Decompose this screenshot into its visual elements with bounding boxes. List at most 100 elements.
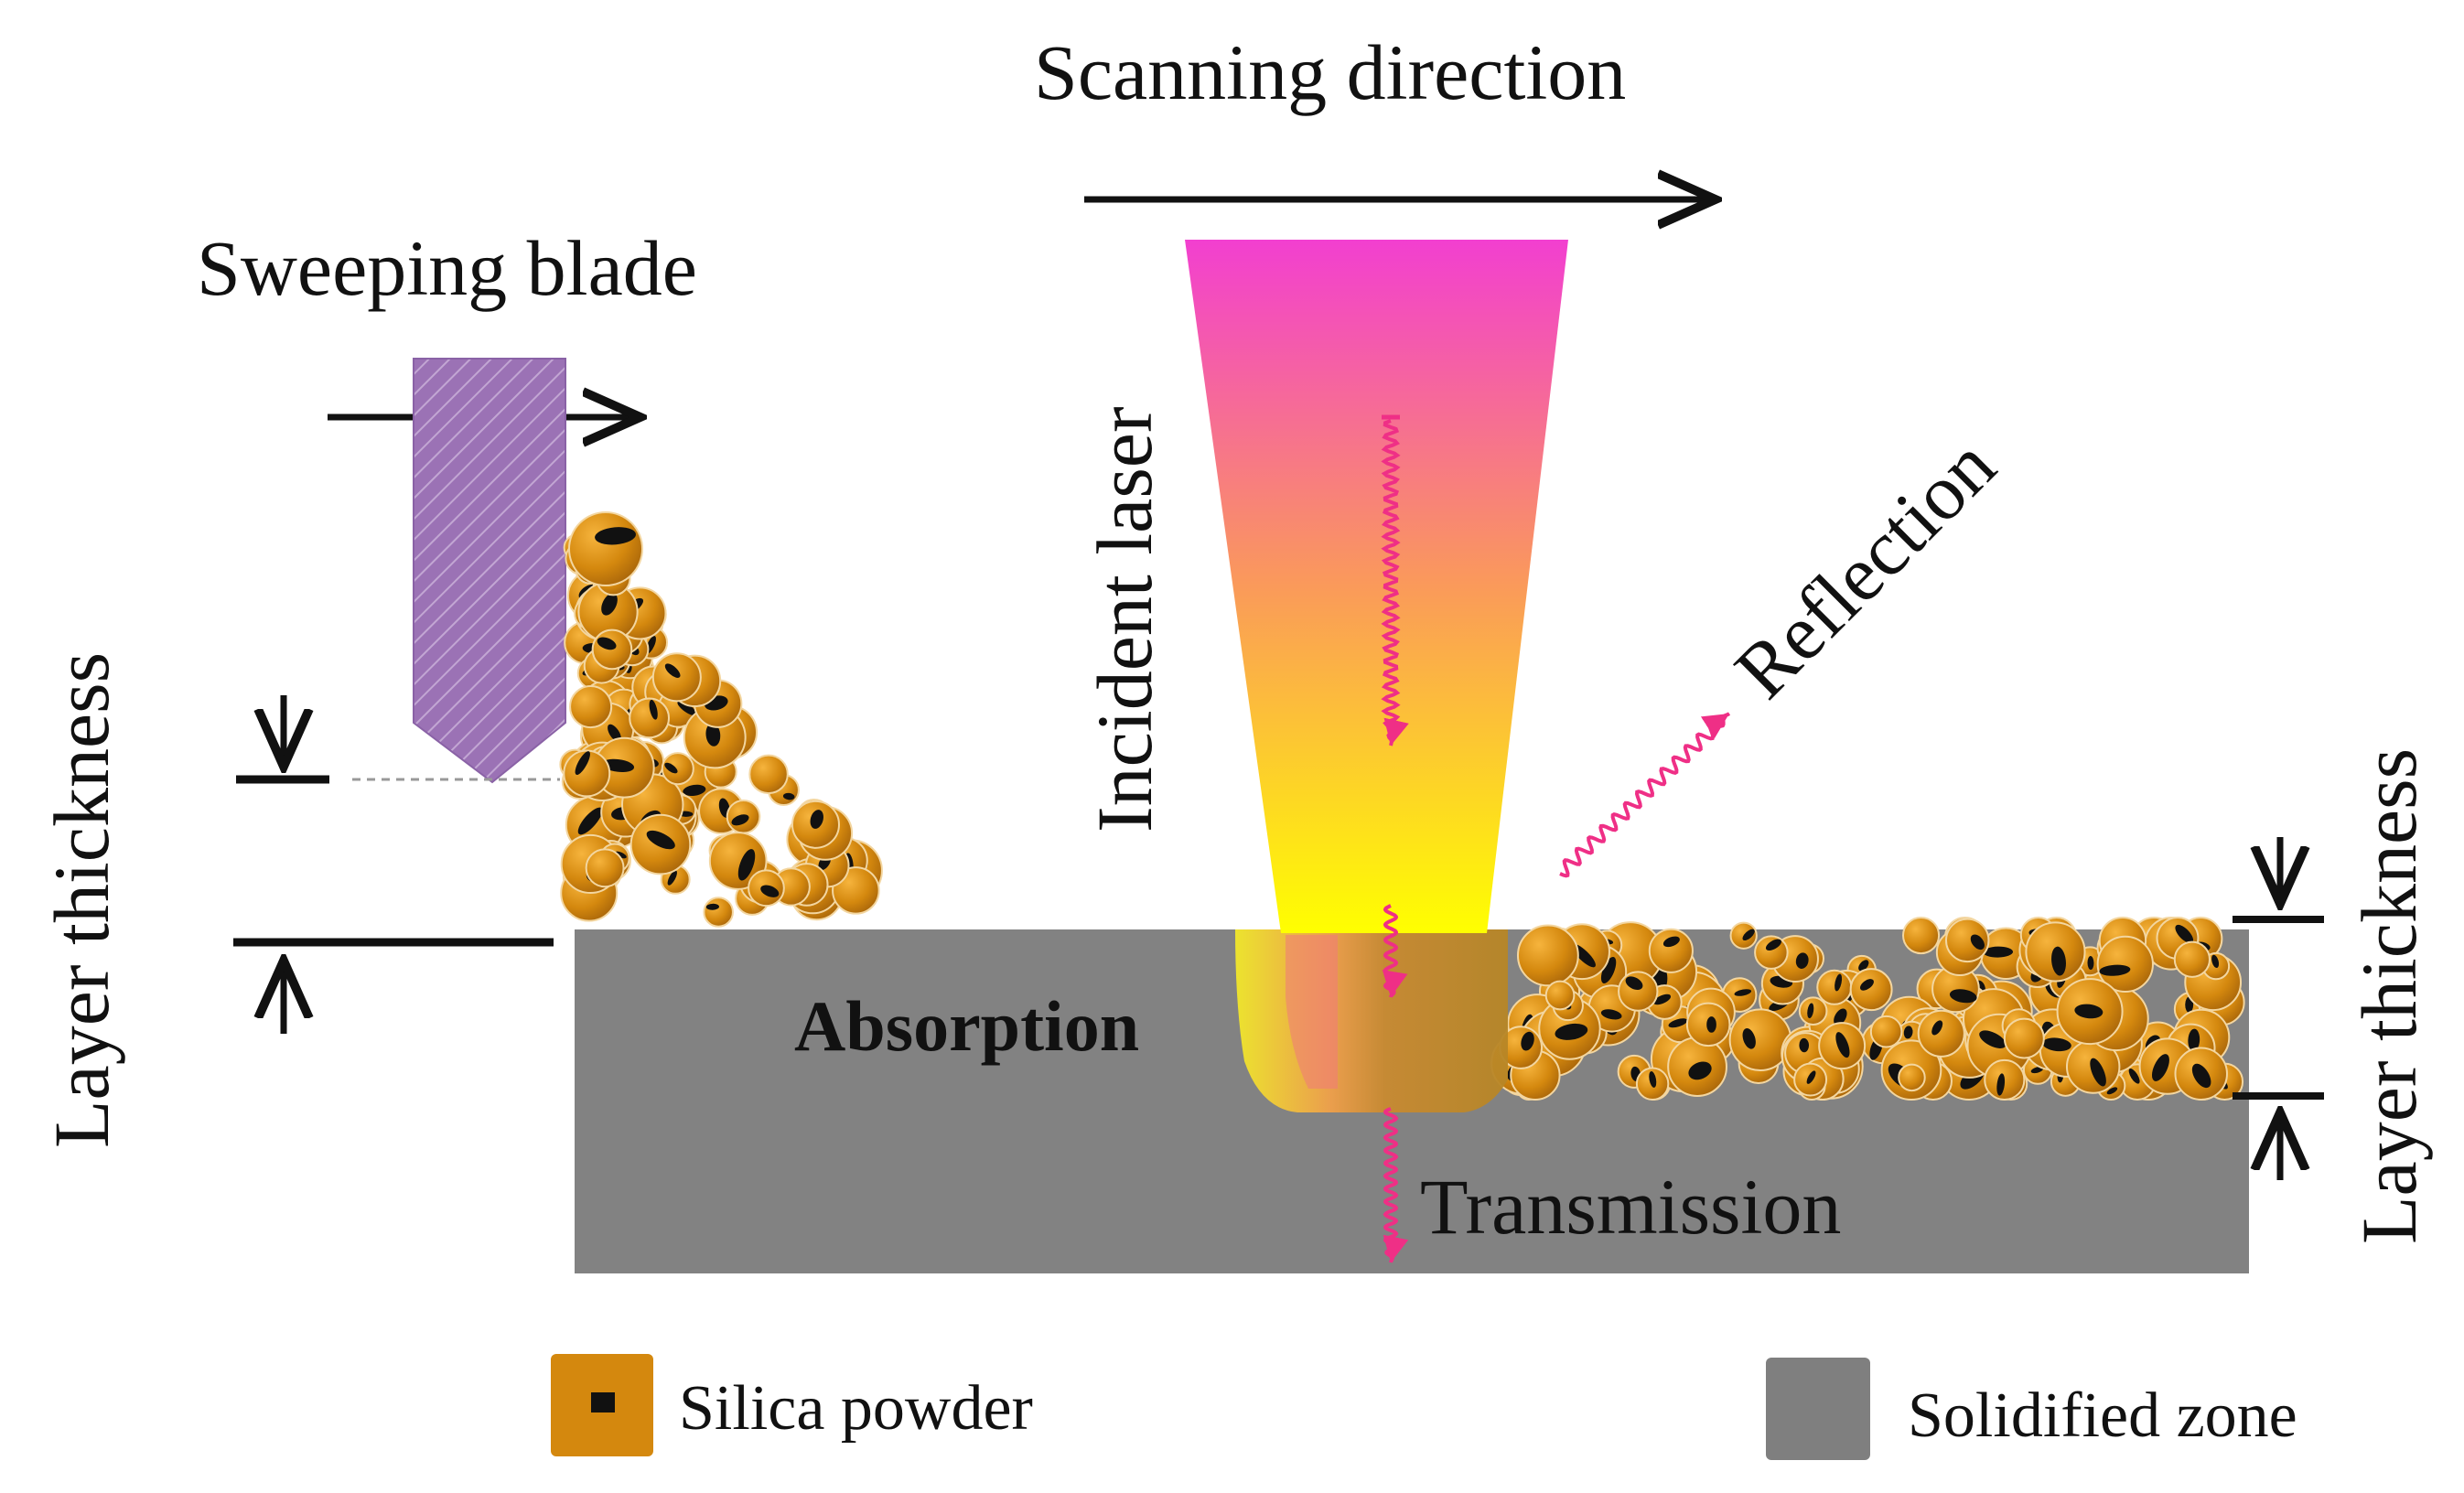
powder-inclusion bbox=[731, 814, 749, 826]
powder-particle bbox=[708, 832, 768, 890]
incident-laser-label: Incident laser bbox=[1081, 406, 1168, 832]
surface-ray bbox=[1382, 904, 1408, 998]
reflection-ray bbox=[1559, 712, 1731, 878]
powder-inclusion bbox=[1983, 946, 2014, 958]
reflection-label: Reflection bbox=[1718, 421, 2012, 714]
powder-inclusion bbox=[1706, 1016, 1716, 1033]
incident-laser-beam bbox=[1185, 240, 1568, 933]
powder-inclusion bbox=[1742, 1028, 1756, 1049]
powder-inclusion bbox=[1903, 1026, 1913, 1039]
powder-inclusion bbox=[1795, 952, 1809, 969]
powder-inclusion bbox=[1600, 956, 1617, 984]
powder-inclusion bbox=[1979, 1030, 2007, 1048]
powder-particle bbox=[2096, 935, 2154, 994]
powder-inclusion bbox=[677, 701, 697, 716]
powder-inclusion bbox=[683, 784, 706, 797]
powder-particle bbox=[1902, 917, 1941, 955]
powder-particle bbox=[1754, 935, 1789, 970]
powder-inclusion bbox=[1521, 1031, 1534, 1051]
powder-inclusion bbox=[1807, 1003, 1814, 1019]
powder-inclusion bbox=[705, 723, 721, 746]
powder-inclusion bbox=[2090, 1058, 2106, 1087]
powder-inclusion bbox=[2087, 956, 2094, 971]
powder-inclusion bbox=[1799, 1037, 1810, 1053]
powder-inclusion bbox=[2106, 1087, 2118, 1095]
powder-inclusion bbox=[597, 637, 617, 650]
powder-inclusion bbox=[1734, 989, 1752, 996]
powder-particle bbox=[2003, 1017, 2045, 1059]
powder-inclusion bbox=[705, 903, 719, 910]
powder-particle bbox=[703, 897, 734, 928]
powder-inclusion bbox=[1970, 934, 1985, 951]
powder-particle bbox=[1898, 1063, 1926, 1092]
powder-particle bbox=[2173, 940, 2211, 978]
powder-inclusion bbox=[737, 849, 756, 881]
powder-particle bbox=[1917, 1009, 1965, 1058]
powder-inclusion bbox=[1649, 1071, 1657, 1088]
powder-inclusion bbox=[2051, 946, 2066, 976]
powder-particle bbox=[1648, 928, 1694, 973]
powder-inclusion bbox=[2188, 1028, 2200, 1052]
powder-inclusion bbox=[664, 762, 678, 774]
powder-inclusion bbox=[1931, 1020, 1943, 1036]
powder-particle bbox=[1516, 924, 1579, 987]
powder-inclusion bbox=[2151, 1054, 2169, 1081]
powder-inclusion bbox=[1765, 939, 1781, 951]
powder-particle bbox=[1544, 980, 1576, 1011]
silica-powder-swatch-dot bbox=[591, 1392, 615, 1412]
powder-inclusion bbox=[1555, 1023, 1588, 1040]
solidified-zone-swatch bbox=[1766, 1358, 1870, 1460]
powder-inclusion bbox=[1858, 960, 1869, 972]
powder-particle bbox=[568, 511, 643, 586]
powder-inclusion bbox=[2030, 1067, 2044, 1074]
powder-inclusion bbox=[601, 593, 618, 616]
powder-particle bbox=[1869, 1015, 1903, 1048]
powder-inclusion bbox=[2175, 924, 2194, 944]
sweeping-blade-label: Sweeping blade bbox=[197, 224, 697, 312]
incident-ray bbox=[1381, 419, 1409, 746]
powder-inclusion bbox=[2099, 964, 2131, 976]
powder-inclusion bbox=[1600, 1009, 1622, 1020]
transmission-ray bbox=[1383, 1107, 1409, 1263]
absorption-label: Absorption bbox=[794, 986, 1139, 1066]
powder-inclusion bbox=[1742, 929, 1755, 941]
legend-silica-powder-label: Silica powder bbox=[679, 1373, 1033, 1444]
powder-particle bbox=[1944, 918, 1990, 963]
powder-inclusion bbox=[1835, 973, 1843, 992]
powder-particle bbox=[661, 752, 694, 786]
powder-particle bbox=[569, 685, 613, 729]
powder-inclusion bbox=[608, 724, 621, 743]
powder-inclusion bbox=[1834, 1008, 1847, 1026]
powder-inclusion bbox=[2074, 1004, 2104, 1019]
powder-particle bbox=[629, 697, 671, 739]
powder-inclusion bbox=[667, 870, 677, 886]
powder-inclusion bbox=[1688, 1061, 1712, 1080]
layer-thickness-right-label: Layer thickness bbox=[2345, 748, 2433, 1244]
powder-inclusion bbox=[1949, 989, 1977, 1004]
powder-inclusion bbox=[601, 758, 635, 772]
powder-particle bbox=[1618, 971, 1659, 1012]
powder-inclusion bbox=[1662, 936, 1680, 948]
powder-inclusion bbox=[810, 810, 823, 829]
melt-pool-highlight bbox=[1286, 935, 1338, 1089]
transmission-label: Transmission bbox=[1420, 1163, 1841, 1251]
legend-solidified-zone-label: Solidified zone bbox=[1908, 1380, 2297, 1451]
powder-inclusion bbox=[1859, 979, 1874, 991]
powder-particle bbox=[585, 848, 625, 888]
powder-inclusion bbox=[782, 792, 795, 800]
sweeping-blade bbox=[413, 358, 566, 784]
powder-particle bbox=[563, 749, 611, 798]
powder-inclusion bbox=[595, 527, 637, 545]
powder-inclusion bbox=[2128, 1069, 2140, 1084]
powder-inclusion bbox=[1835, 1032, 1850, 1058]
powder-particle bbox=[1816, 969, 1853, 1005]
layer-thickness-left-label: Layer thickness bbox=[38, 652, 125, 1148]
powder-inclusion bbox=[2211, 954, 2220, 969]
powder-particle bbox=[1728, 1008, 1792, 1072]
powder-inclusion bbox=[1806, 1070, 1816, 1084]
powder-inclusion bbox=[1625, 976, 1643, 990]
scanning-direction-label: Scanning direction bbox=[1034, 28, 1626, 116]
powder-inclusion bbox=[646, 830, 675, 850]
powder-inclusion bbox=[1996, 1073, 2006, 1096]
